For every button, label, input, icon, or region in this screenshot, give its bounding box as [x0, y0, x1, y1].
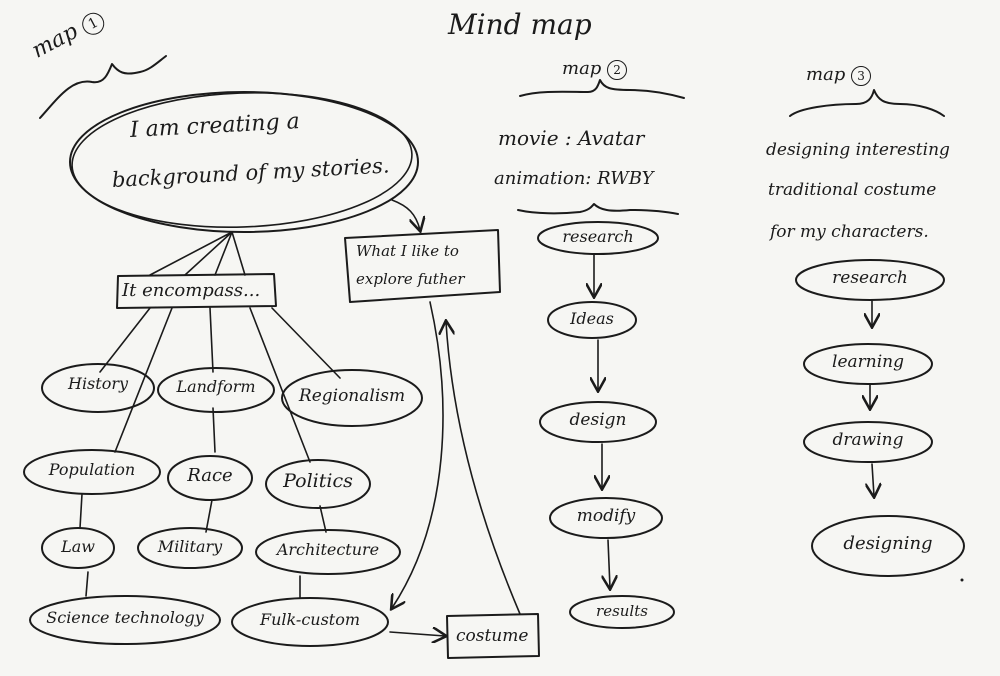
topic-science-ellipse: [29, 595, 221, 645]
topic-population-ellipse: [23, 449, 161, 495]
map3-step-drawing-ellipse: [803, 421, 933, 463]
topic-history-ellipse: [41, 363, 155, 413]
map3-label: map 3: [806, 64, 872, 86]
topic-politics: Politics: [283, 470, 353, 492]
topic-regionalism: Regionalism: [298, 386, 406, 406]
map3-step-designing: designing: [843, 533, 933, 554]
map1-brace: [39, 55, 167, 119]
costume-label: costume: [456, 626, 529, 646]
encompass-label: It encompass...: [122, 280, 261, 301]
map2-step-design: design: [569, 410, 627, 430]
explore-box: [344, 229, 501, 303]
map3-step-drawing: drawing: [832, 430, 904, 450]
map2-label: map 2: [562, 58, 628, 80]
topic-population: Population: [48, 460, 136, 479]
statement-ellipse: [69, 91, 419, 233]
topic-fulk-custom: Fulk-custom: [259, 610, 361, 629]
map2-number-badge: 2: [607, 60, 628, 80]
map3-number-badge: 3: [851, 66, 872, 86]
map2-step-modify: modify: [576, 506, 636, 526]
map3-step-research: research: [832, 268, 908, 288]
topic-landform: Landform: [176, 377, 256, 396]
explore-line-1: What I like to: [356, 242, 459, 260]
map2-step-ideas-ellipse: [547, 301, 637, 339]
map2-movie-line: movie : Avatar: [498, 126, 645, 150]
map3-line-3: for my characters.: [770, 222, 929, 242]
map3-line-1: designing interesting: [766, 140, 950, 160]
topic-military-ellipse: [137, 527, 243, 569]
map2-label-text: map: [562, 58, 602, 79]
map2-step-results-ellipse: [569, 595, 675, 629]
map2-brace: [519, 79, 685, 99]
encompass-box: [116, 273, 277, 309]
topic-architecture-ellipse: [255, 529, 401, 575]
map2-step-research-ellipse: [537, 221, 659, 255]
topic-military: Military: [157, 537, 223, 556]
map3-step-learning-ellipse: [803, 343, 933, 385]
map2-step-research: research: [562, 227, 634, 246]
map3-label-text: map: [806, 64, 846, 85]
map3-brace: [789, 89, 945, 117]
topic-science-technology: Science technology: [46, 608, 204, 627]
topic-race-ellipse: [167, 455, 253, 501]
topic-architecture: Architecture: [276, 540, 380, 559]
map2-bottom-brace: [517, 203, 679, 215]
map2-step-ideas: Ideas: [570, 309, 614, 328]
explore-line-2: explore futher: [356, 270, 465, 288]
map2-animation-line: animation: RWBY: [494, 168, 654, 189]
topic-landform-ellipse: [157, 367, 275, 413]
map2-step-modify-ellipse: [549, 497, 663, 539]
map3-step-research-ellipse: [795, 259, 945, 301]
topic-law: Law: [61, 537, 95, 556]
topic-regionalism-ellipse: [281, 369, 423, 427]
topic-politics-ellipse: [265, 459, 371, 509]
map3-line-2: traditional costume: [768, 180, 937, 200]
topic-law-ellipse: [41, 527, 115, 569]
map2-step-results: results: [596, 602, 648, 620]
page-title: Mind map: [448, 8, 592, 41]
topic-history: History: [67, 374, 129, 393]
map2-step-design-ellipse: [539, 401, 657, 443]
topic-race: Race: [187, 465, 233, 486]
topic-custom-ellipse: [231, 597, 389, 647]
map3-step-learning: learning: [832, 352, 904, 372]
map3-step-designing-ellipse: [811, 515, 965, 577]
